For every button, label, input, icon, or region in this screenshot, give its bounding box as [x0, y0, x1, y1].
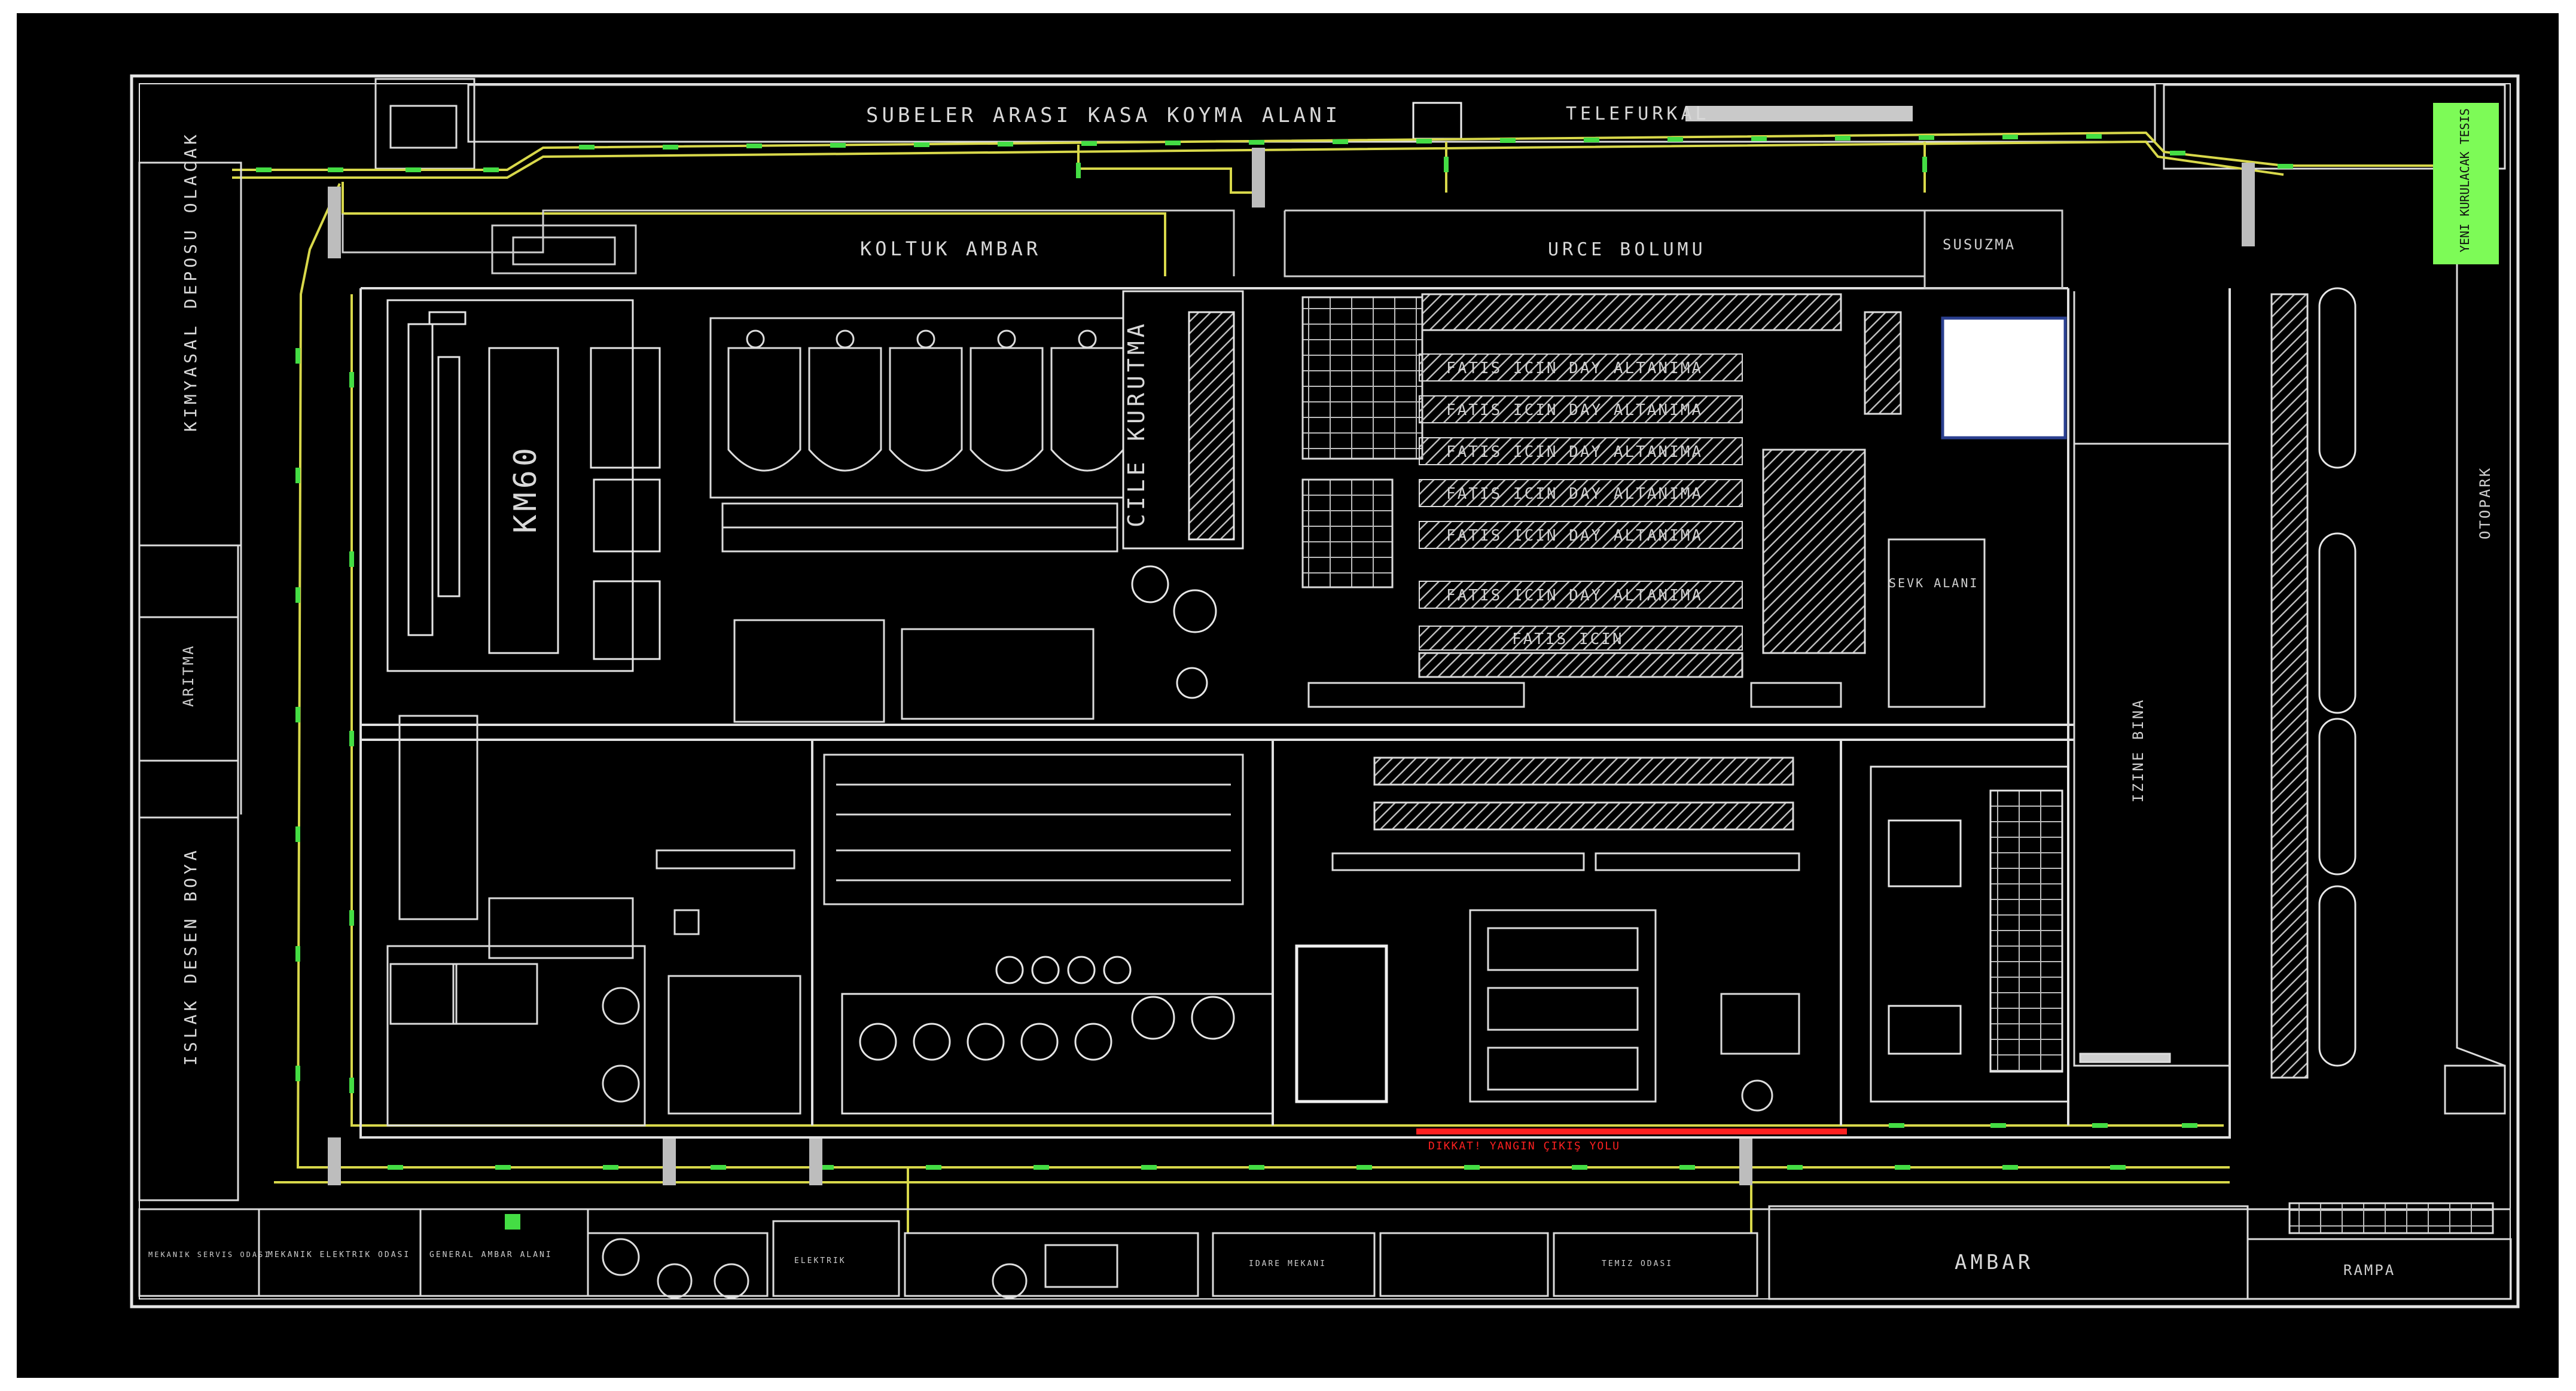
room-label-1: MEKANIK SERVIS ODASI: [148, 1250, 271, 1259]
left-rooms: [138, 161, 242, 1201]
islak-desen-label: ISLAK DESEN BOYA: [181, 847, 200, 1066]
fabric-row-1: FATIS ICIN DAY ALTANIMA: [1446, 359, 1703, 377]
parking-lots: [2318, 287, 2356, 1067]
right-zone: [2073, 264, 2506, 1115]
fabric-row-6: FATIS ICIN DAY ALTANIMA: [1446, 587, 1703, 605]
column-pillars: [328, 148, 2255, 1185]
km60-label: KM60: [508, 444, 544, 533]
warning-text: DIKKAT! YANGIN ÇIKIŞ YOLU: [1428, 1140, 1620, 1152]
koltuk-ambar-area: [342, 209, 1235, 276]
subeler-label: SUBELER ARASI KASA KOYMA ALANI: [866, 103, 1341, 127]
green-facility-box: [2433, 103, 2499, 264]
kimyasal-label: KIMYASAL DEPOSU OLACAK: [181, 131, 200, 432]
otopark-label: OTOPARK: [2477, 466, 2493, 539]
rampa-label: RAMPA: [2343, 1262, 2395, 1279]
ambar-label: AMBAR: [1955, 1250, 2034, 1274]
cile-kurutma-unit: [1122, 290, 1244, 699]
susuzma-label: SUSUZMA: [1943, 236, 2016, 253]
pipe-routes: [232, 131, 2481, 1233]
lower-left-rooms: [386, 715, 801, 1127]
green-box-label: YENI KURULACAK TESIS: [2458, 108, 2472, 252]
urce-bolumu-label: URCE BOLUMU: [1548, 239, 1706, 260]
fabric-row-3: FATIS ICIN DAY ALTANIMA: [1446, 443, 1703, 461]
koltuk-ambar-label: KOLTUK AMBAR: [860, 237, 1041, 260]
izine-bina-label: IZINE BINA: [2130, 698, 2147, 803]
white-highlight-box: [1941, 316, 2067, 440]
fabric-row-7: FATIS ICIN: [1512, 630, 1624, 648]
room-label-6: ELEKTRIK: [794, 1256, 846, 1265]
factory-floor-plan: SUBELER ARASI KASA KOYMA ALANI TELEFURKA…: [130, 74, 2520, 1308]
fabric-row-2: FATIS ICIN DAY ALTANIMA: [1446, 401, 1703, 419]
lower-machines: [841, 765, 2069, 1115]
telefurkal-bar: [1685, 106, 1913, 121]
arittma-label: ARITMA: [180, 644, 197, 707]
sevk-alani-label: SEVK ALANI: [1889, 576, 1979, 590]
cile-kurutma-label: CILE KURUTMA: [1123, 320, 1150, 527]
warning-strip: [1416, 1128, 1847, 1134]
room-label-2: MEKANIK ELEKTRIK ODASI: [268, 1250, 410, 1259]
drawing-frame: SUBELER ARASI KASA KOYMA ALANI TELEFURKA…: [17, 13, 2559, 1378]
room-label-3: GENERAL AMBAR ALANI: [429, 1250, 553, 1259]
lower-hall: [823, 754, 1800, 1112]
telefurkal-label: TELEFURKAL: [1566, 103, 1710, 124]
urce-area: [1284, 209, 2063, 289]
fabric-row-5: FATIS ICIN DAY ALTANIMA: [1446, 527, 1703, 545]
room-label-7: IDARE MEKANI: [1249, 1259, 1327, 1268]
km60-machine: [386, 299, 661, 672]
fabric-rows: FATIS ICIN DAY ALTANIMA FATIS ICIN DAY A…: [1419, 353, 1743, 651]
bottom-band: [138, 1202, 2512, 1300]
fabric-row-4: FATIS ICIN DAY ALTANIMA: [1446, 485, 1703, 503]
dye-vats: [709, 317, 1124, 723]
fabric-shelving: [1301, 293, 1986, 708]
room-label-9: TEMIZ ODASI: [1602, 1259, 1673, 1268]
building-outline: [130, 74, 2520, 1308]
pipe-markers: [256, 134, 2293, 1230]
